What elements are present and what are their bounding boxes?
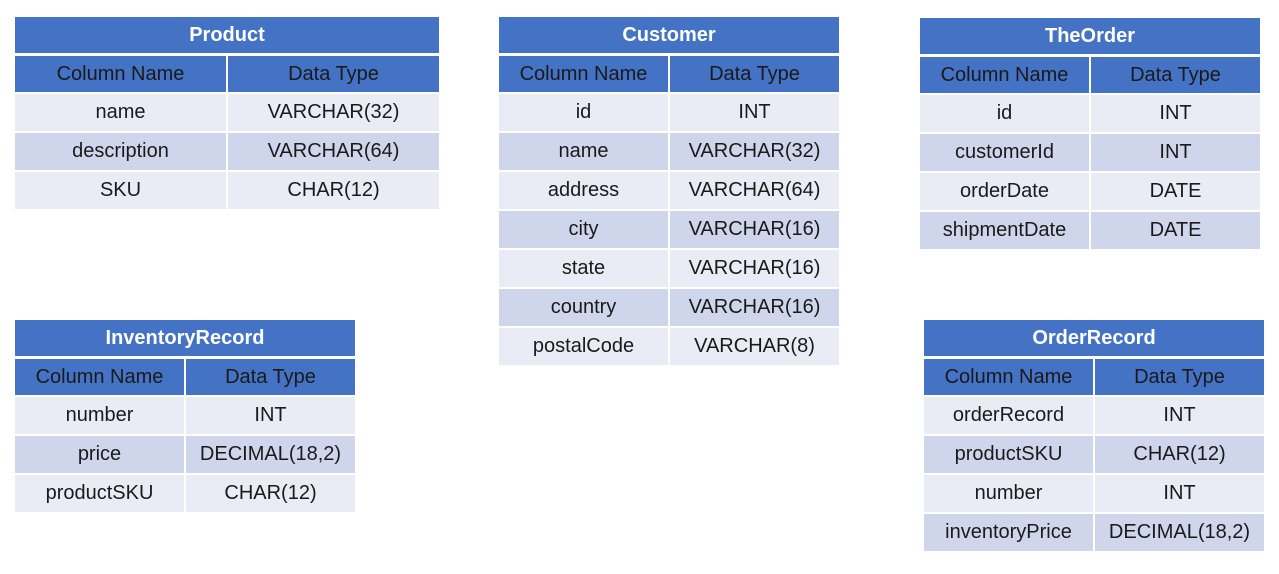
- data-type-cell: VARCHAR(64): [688, 179, 821, 201]
- column-name-cell: state: [499, 250, 670, 287]
- data-type-cell: CHAR(12): [287, 179, 380, 201]
- column-name-cell: name: [499, 133, 670, 170]
- data-type-cell: VARCHAR(16): [688, 218, 821, 240]
- product-header-row: Column Name Data Type: [15, 56, 439, 92]
- table-row: id INT: [920, 93, 1260, 132]
- product-table-title: Product: [15, 17, 439, 56]
- orderrecord-header-row: Column Name Data Type: [924, 359, 1264, 395]
- table-row: customerId INT: [920, 132, 1260, 171]
- column-name-cell: country: [499, 289, 670, 326]
- table-row: city VARCHAR(16): [499, 209, 839, 248]
- table-row: number INT: [924, 473, 1264, 512]
- column-name-cell: id: [920, 95, 1091, 132]
- column-name-header: Column Name: [15, 359, 186, 395]
- customer-table-title: Customer: [499, 17, 839, 56]
- column-name-cell: address: [499, 172, 670, 209]
- table-row: shipmentDate DATE: [920, 210, 1260, 249]
- table-row: postalCode VARCHAR(8): [499, 326, 839, 365]
- data-type-cell: VARCHAR(64): [267, 140, 400, 162]
- data-type-header: Data Type: [1130, 64, 1221, 86]
- column-name-header: Column Name: [15, 56, 228, 92]
- table-row: SKU CHAR(12): [15, 170, 439, 209]
- data-type-header: Data Type: [1134, 366, 1225, 388]
- table-row: description VARCHAR(64): [15, 131, 439, 170]
- data-type-cell: CHAR(12): [1133, 443, 1226, 465]
- inventoryrecord-table-title: InventoryRecord: [15, 320, 355, 359]
- data-type-header: Data Type: [709, 63, 800, 85]
- table-row: inventoryPrice DECIMAL(18,2): [924, 512, 1264, 551]
- column-name-cell: productSKU: [15, 475, 186, 512]
- column-name-cell: customerId: [920, 134, 1091, 171]
- table-row: productSKU CHAR(12): [924, 434, 1264, 473]
- column-name-cell: name: [15, 94, 228, 131]
- table-row: state VARCHAR(16): [499, 248, 839, 287]
- column-name-cell: SKU: [15, 172, 228, 209]
- table-row: address VARCHAR(64): [499, 170, 839, 209]
- data-type-cell: VARCHAR(32): [688, 140, 821, 162]
- column-name-cell: orderDate: [920, 173, 1091, 210]
- column-name-cell: orderRecord: [924, 397, 1095, 434]
- column-name-cell: postalCode: [499, 328, 670, 365]
- data-type-cell: DATE: [1149, 180, 1202, 202]
- data-type-cell: INT: [738, 101, 771, 123]
- column-name-cell: productSKU: [924, 436, 1095, 473]
- data-type-cell: VARCHAR(32): [267, 101, 400, 123]
- data-type-cell: VARCHAR(16): [688, 257, 821, 279]
- column-name-header: Column Name: [920, 57, 1091, 93]
- data-type-cell: CHAR(12): [224, 482, 317, 504]
- table-row: price DECIMAL(18,2): [15, 434, 355, 473]
- column-name-header: Column Name: [499, 56, 670, 92]
- column-name-cell: shipmentDate: [920, 212, 1091, 249]
- table-row: productSKU CHAR(12): [15, 473, 355, 512]
- data-type-cell: VARCHAR(8): [694, 335, 815, 357]
- data-type-cell: DECIMAL(18,2): [1108, 521, 1251, 543]
- data-type-header: Data Type: [225, 366, 316, 388]
- table-row: country VARCHAR(16): [499, 287, 839, 326]
- column-name-cell: number: [924, 475, 1095, 512]
- column-name-cell: description: [15, 133, 228, 170]
- inventoryrecord-header-row: Column Name Data Type: [15, 359, 355, 395]
- orderrecord-table-title: OrderRecord: [924, 320, 1264, 359]
- customer-header-row: Column Name Data Type: [499, 56, 839, 92]
- table-row: id INT: [499, 92, 839, 131]
- theorder-header-row: Column Name Data Type: [920, 57, 1260, 93]
- column-name-cell: city: [499, 211, 670, 248]
- data-type-cell: INT: [1159, 102, 1192, 124]
- column-name-cell: inventoryPrice: [924, 514, 1095, 551]
- table-row: name VARCHAR(32): [15, 92, 439, 131]
- data-type-cell: VARCHAR(16): [688, 296, 821, 318]
- table-row: name VARCHAR(32): [499, 131, 839, 170]
- column-name-cell: id: [499, 94, 670, 131]
- table-row: number INT: [15, 395, 355, 434]
- data-type-header: Data Type: [288, 63, 379, 85]
- data-type-cell: DATE: [1149, 219, 1202, 241]
- data-type-cell: INT: [1163, 482, 1196, 504]
- column-name-cell: number: [15, 397, 186, 434]
- column-name-header: Column Name: [924, 359, 1095, 395]
- theorder-table-title: TheOrder: [920, 18, 1260, 57]
- column-name-cell: price: [15, 436, 186, 473]
- data-type-cell: INT: [254, 404, 287, 426]
- data-type-cell: DECIMAL(18,2): [199, 443, 342, 465]
- table-row: orderRecord INT: [924, 395, 1264, 434]
- table-row: orderDate DATE: [920, 171, 1260, 210]
- data-type-cell: INT: [1159, 141, 1192, 163]
- data-type-cell: INT: [1163, 404, 1196, 426]
